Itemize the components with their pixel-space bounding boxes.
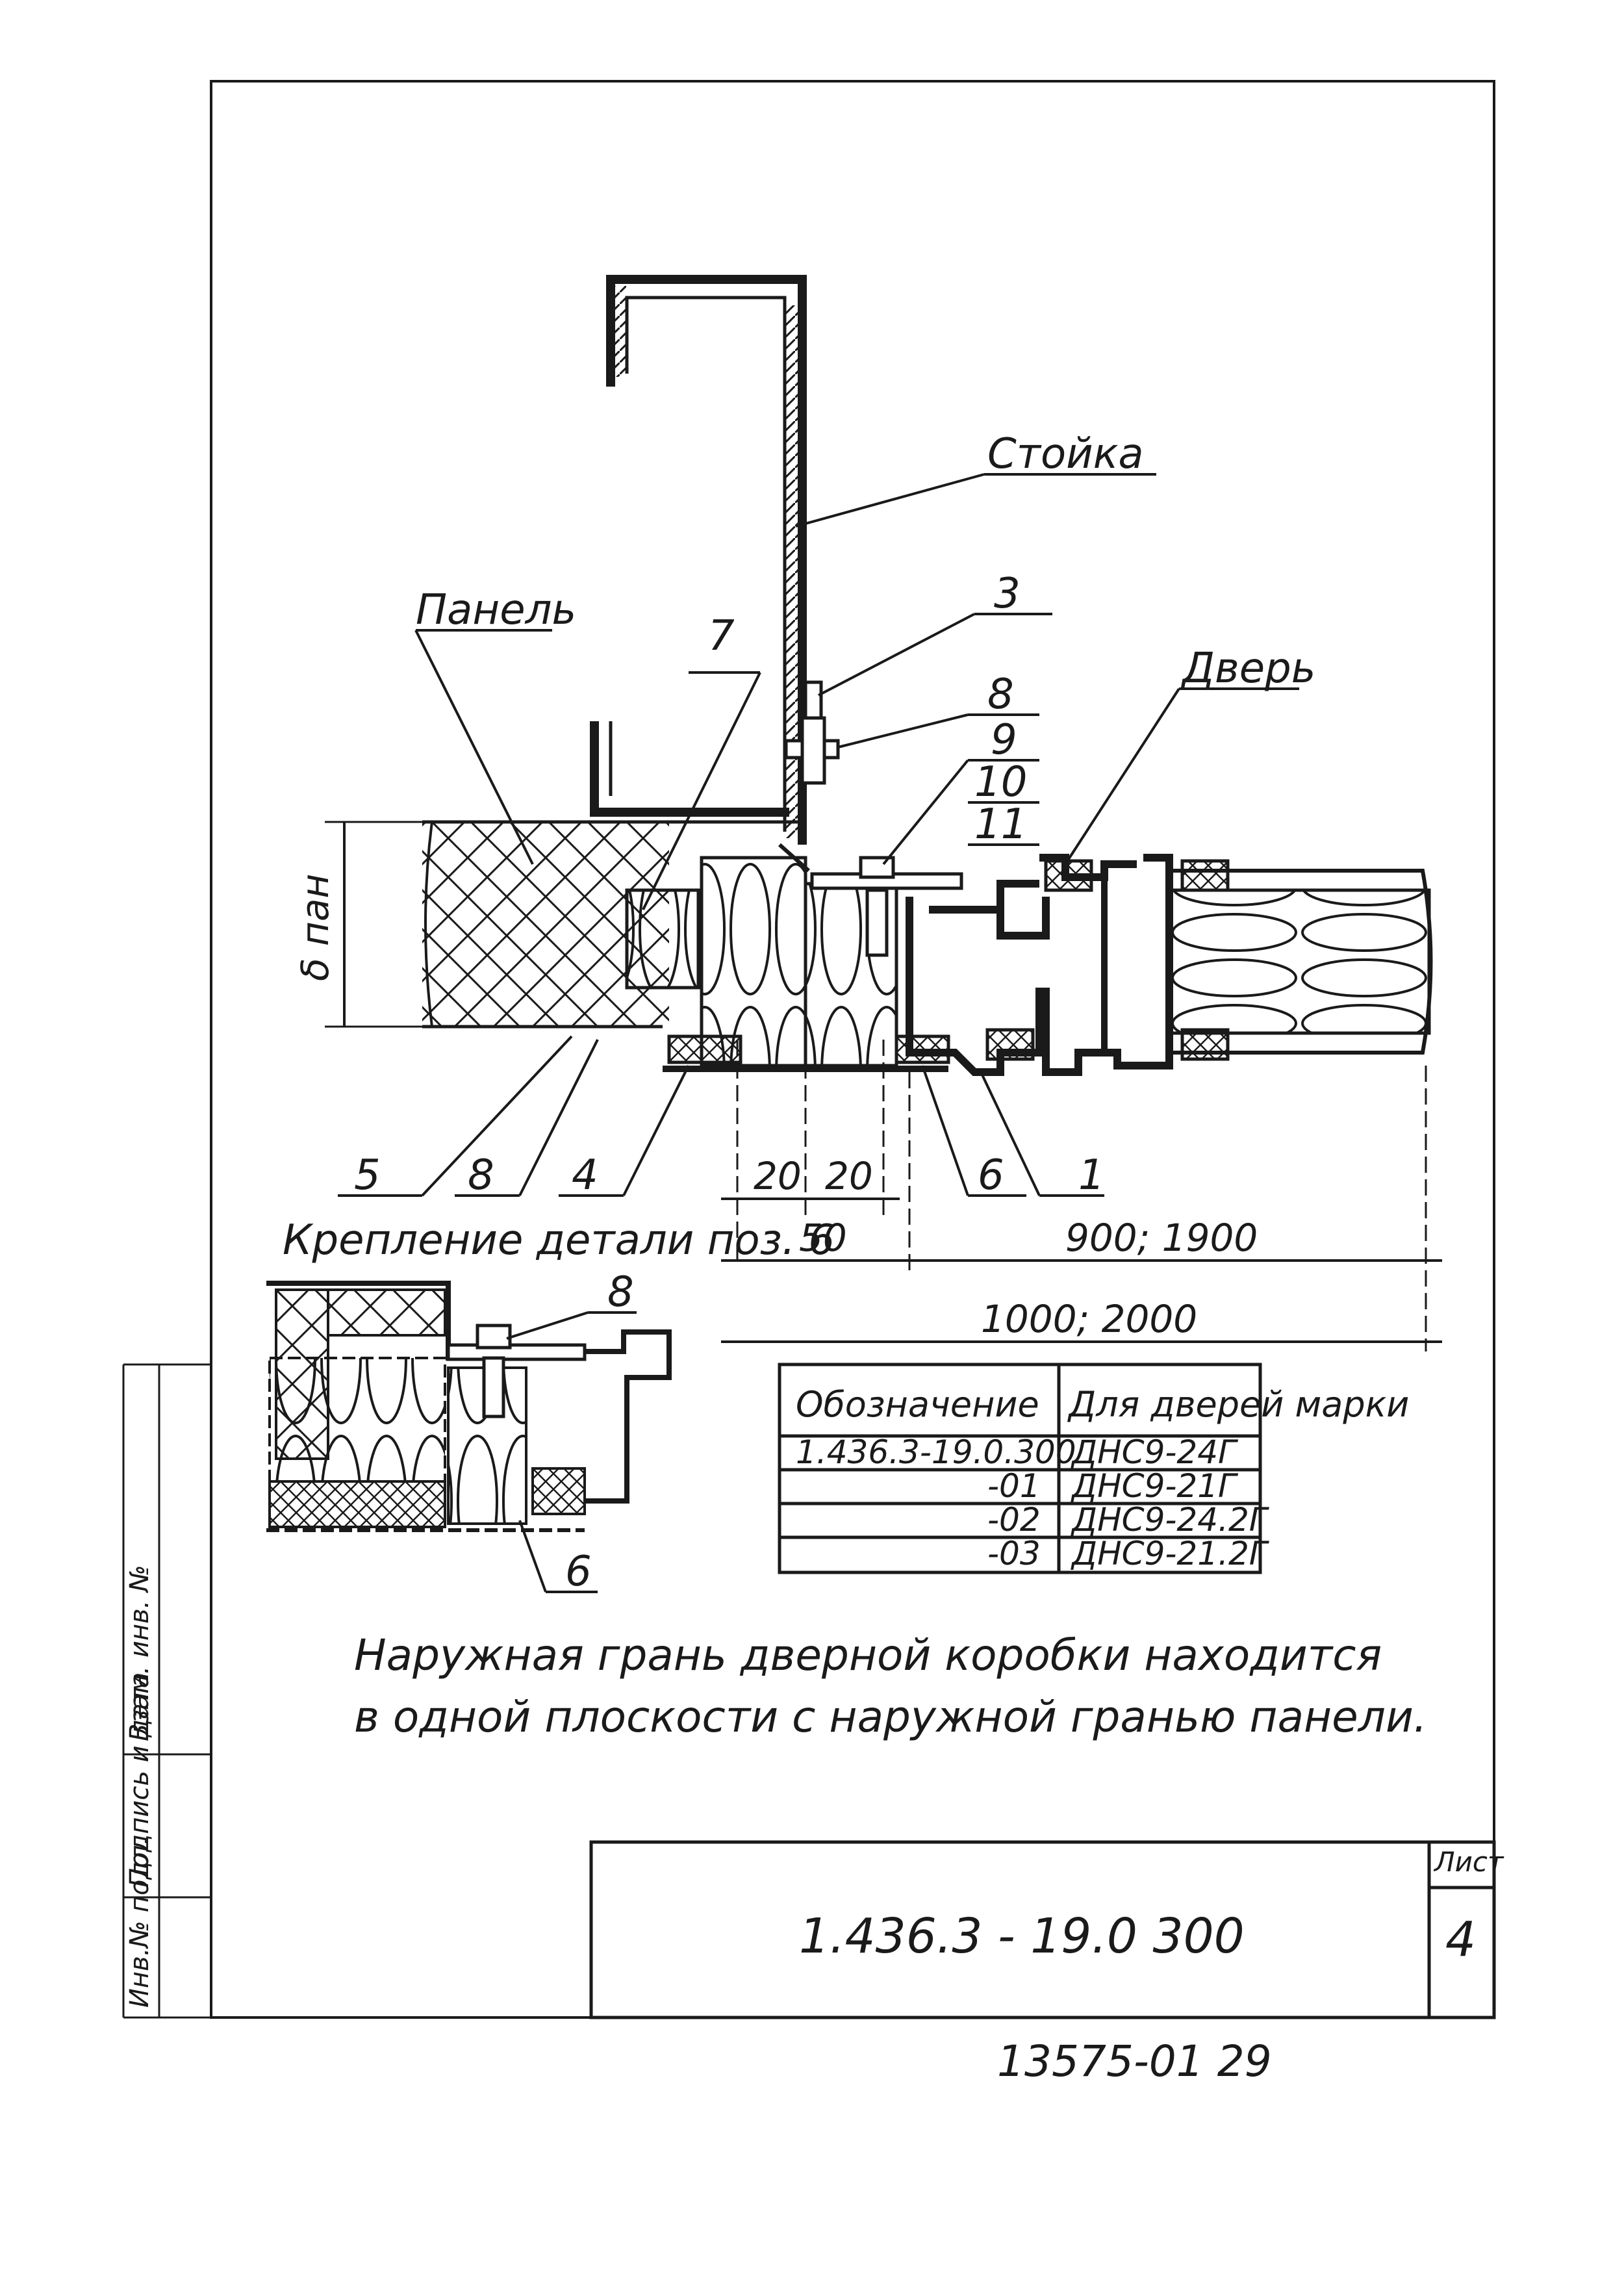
leader <box>837 713 969 749</box>
side-strip-text: Инв.№ подл. <box>125 1837 155 2008</box>
table-cell: -02 <box>987 1501 1041 1539</box>
callout-detail-8: 8 <box>607 1268 634 1316</box>
title-block <box>589 1840 1496 2019</box>
sheet-number: 4 <box>1445 1912 1476 1967</box>
callout-4: 4 <box>572 1151 598 1199</box>
leader <box>921 1065 969 1196</box>
table-cell: ДНС9-21.2Г <box>1071 1535 1270 1572</box>
panel-insulation <box>625 888 700 990</box>
table-cell: ДНС9-24.2Г <box>1071 1501 1270 1539</box>
callout-8-top: 8 <box>987 671 1014 719</box>
note-line-2: в одной плоскости с наружной гранью пане… <box>354 1692 1427 1742</box>
leader <box>518 1520 547 1593</box>
detail-drawing <box>266 1281 672 1532</box>
dim-20b: 20 <box>825 1154 873 1198</box>
wool-fill <box>700 856 807 1068</box>
leader <box>882 759 969 865</box>
callout-3: 3 <box>994 570 1021 618</box>
side-strip-text: Подпись и дата <box>125 1672 155 1888</box>
leader <box>421 1035 573 1197</box>
title-code: 1.436.3 - 19.0 300 <box>799 1908 1245 1964</box>
dim-900-1900: 900; 1900 <box>1065 1216 1258 1260</box>
callout-1: 1 <box>1078 1151 1105 1199</box>
label-panel: Панель <box>416 586 576 634</box>
leader <box>642 672 761 910</box>
table-cell: -01 <box>987 1467 1041 1505</box>
dim-50: 50 <box>799 1216 847 1260</box>
stoika-hatch <box>611 286 626 377</box>
callout-5: 5 <box>354 1151 381 1199</box>
table-cell: ДНС9-24Г <box>1071 1433 1239 1471</box>
leader <box>518 1039 599 1196</box>
table-cell: ДНС9-21Г <box>1071 1467 1239 1505</box>
plate-6 <box>810 856 963 957</box>
label-stoika: Стойка <box>987 430 1144 478</box>
side-strip-text: Взам. инв. № <box>125 1565 155 1741</box>
door-leaf <box>1101 854 1433 1070</box>
note-line-1: Наружная грань дверной коробки находится <box>354 1630 1382 1680</box>
dim-thickness: δ пан <box>293 874 337 981</box>
callout-11: 11 <box>974 801 1027 849</box>
callout-6: 6 <box>978 1151 1004 1199</box>
table-header-designation: Обозначение <box>796 1384 1039 1425</box>
door-seal <box>1180 859 1230 892</box>
dim-20a: 20 <box>754 1154 802 1198</box>
leader <box>414 630 534 865</box>
leader <box>818 613 975 697</box>
door-seal <box>985 1028 1035 1061</box>
leader <box>622 1065 690 1196</box>
door-seal <box>1044 859 1093 892</box>
designation-table <box>778 1363 1262 1574</box>
callout-detail-6: 6 <box>565 1548 592 1596</box>
leader <box>506 1311 589 1340</box>
table-cell: -03 <box>987 1535 1041 1572</box>
callout-8-bottom: 8 <box>468 1151 494 1199</box>
bolt-3 <box>784 680 840 785</box>
detail-title: Крепление детали поз. 6 <box>283 1216 835 1264</box>
table-header-door: Для дверей марки <box>1067 1384 1409 1425</box>
callout-7: 7 <box>708 612 735 660</box>
stoika-profile <box>590 275 810 873</box>
label-door: Дверь <box>1180 645 1315 693</box>
dim-1000-2000: 1000; 2000 <box>981 1297 1197 1341</box>
leader <box>795 473 985 528</box>
leader <box>980 1071 1041 1196</box>
archive-stamp: 13575-01 29 <box>997 2036 1272 2086</box>
leader <box>1064 687 1180 865</box>
callout-9: 9 <box>991 716 1017 764</box>
table-cell: 1.436.3-19.0.300 <box>796 1433 1076 1471</box>
callout-10: 10 <box>974 758 1027 806</box>
sheet-label: Лист <box>1433 1846 1504 1878</box>
